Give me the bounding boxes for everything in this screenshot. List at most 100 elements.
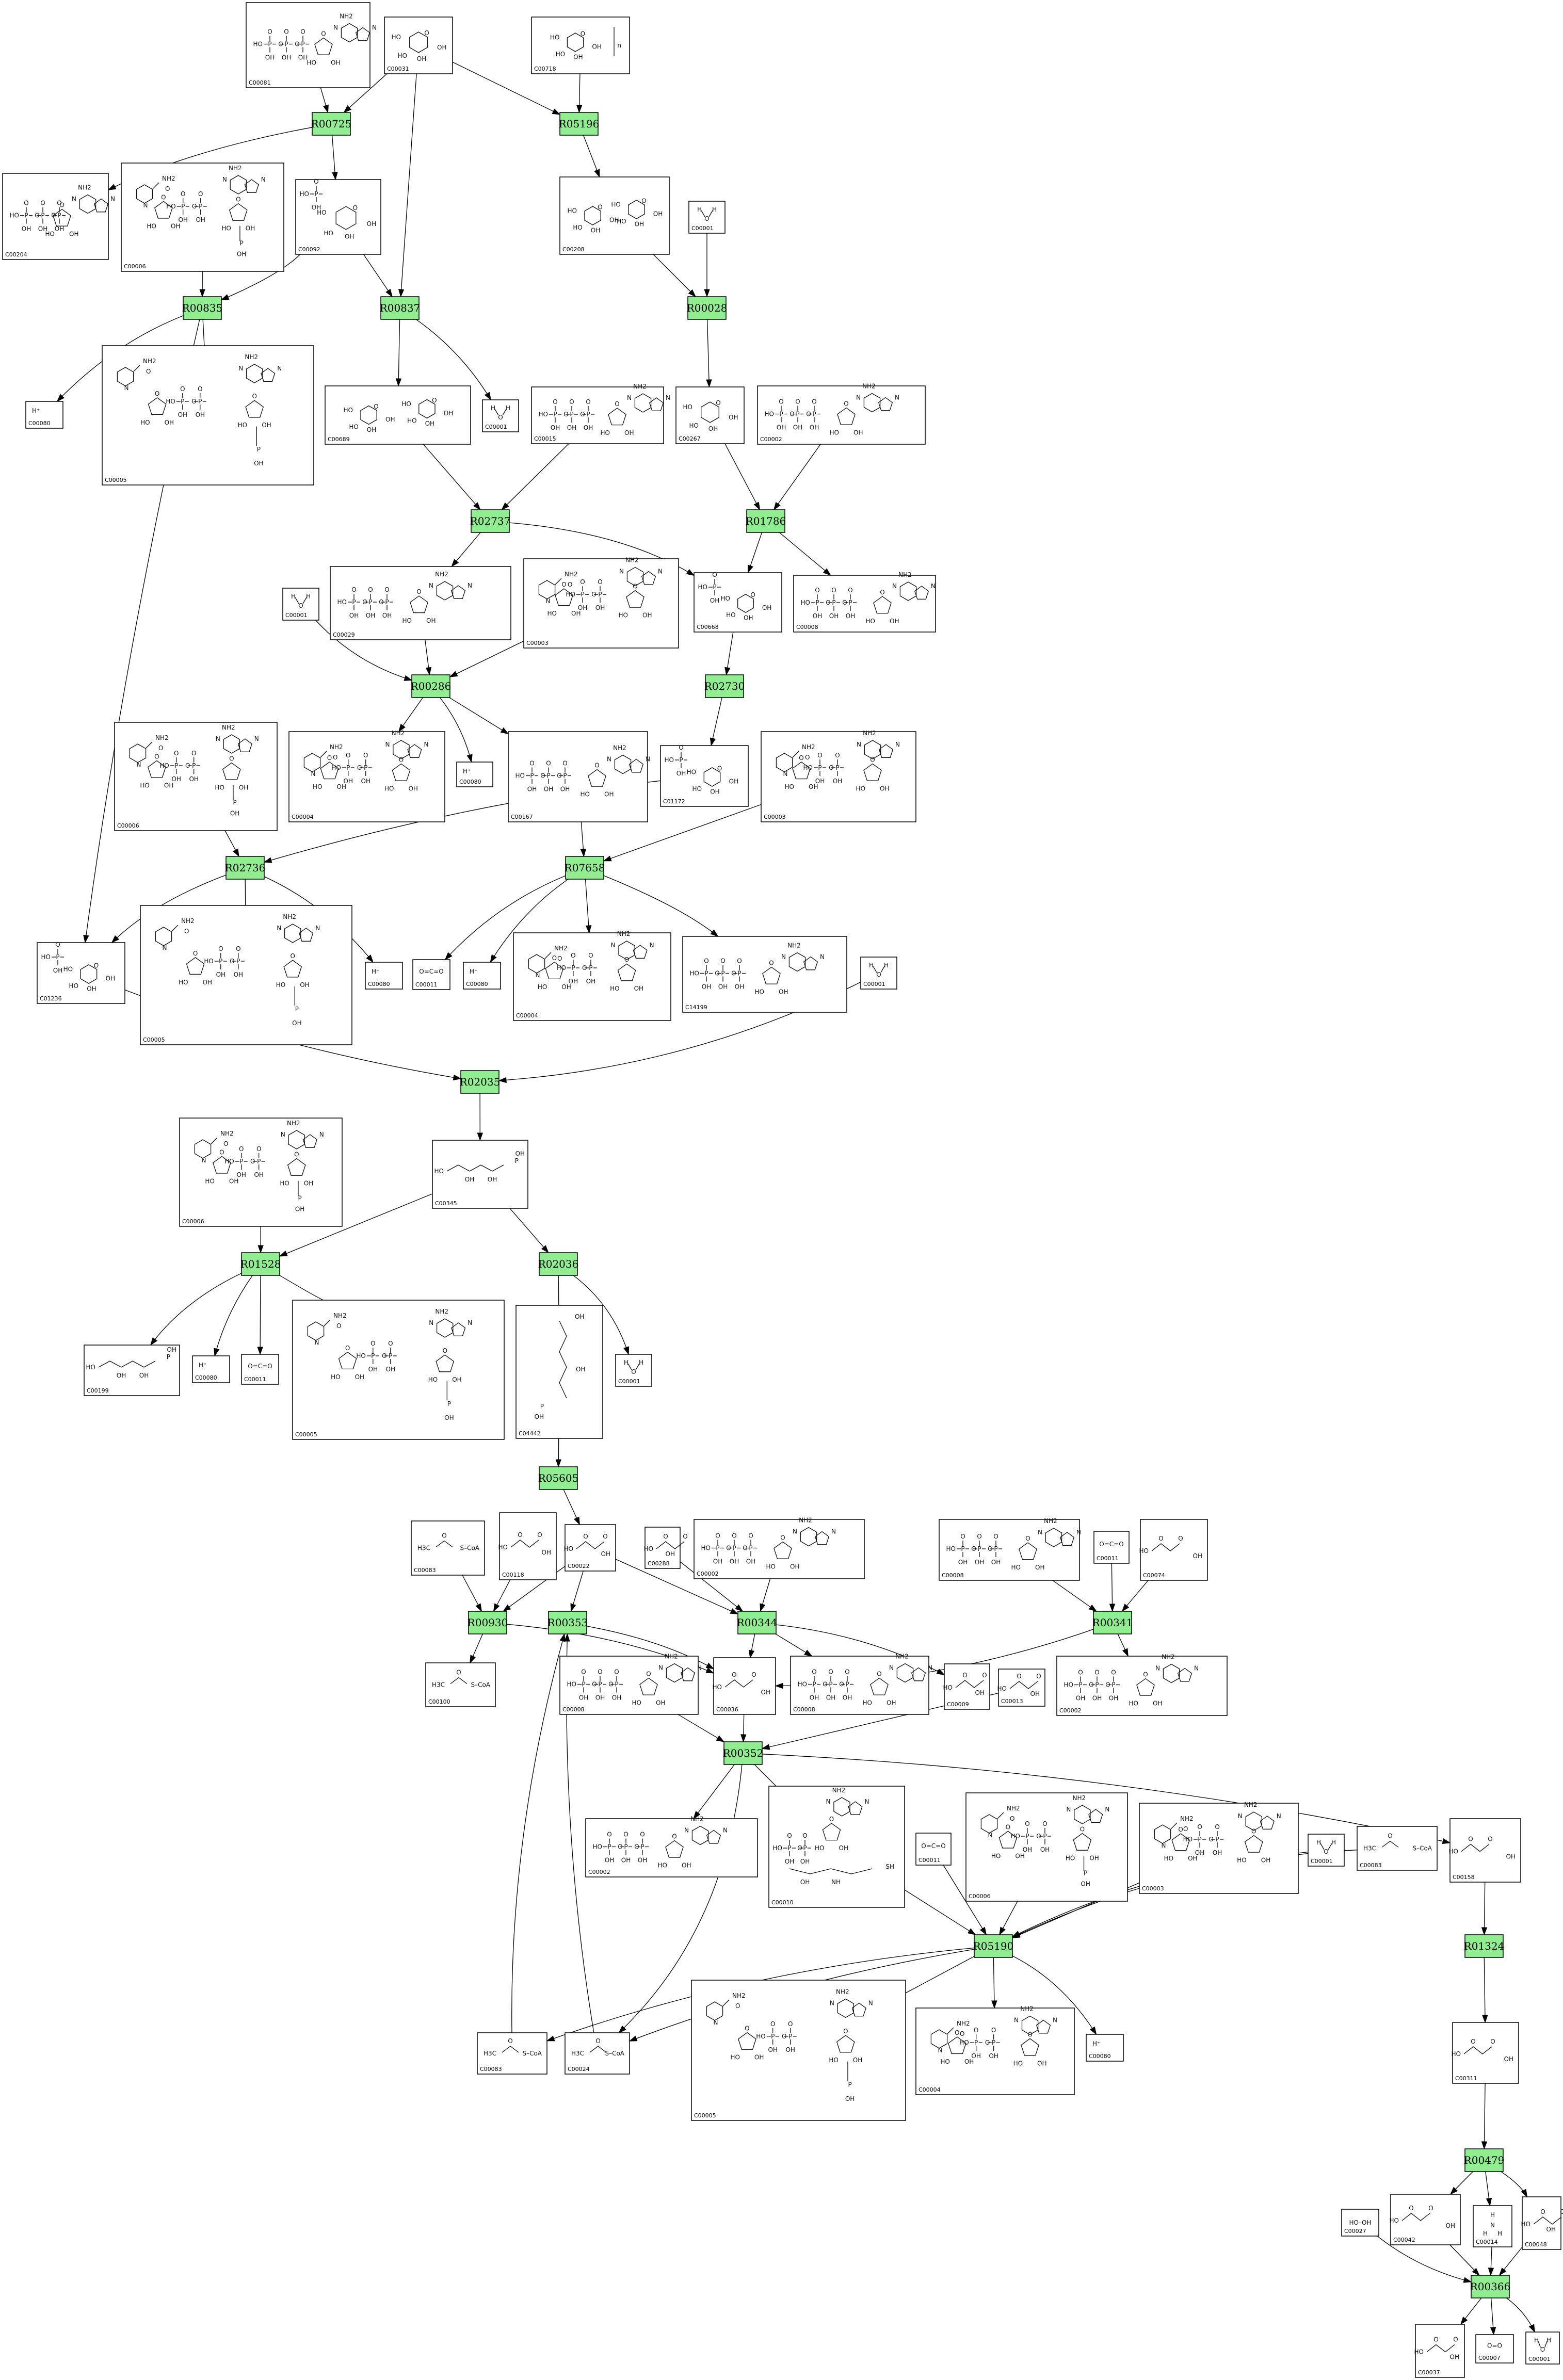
reaction-node[interactable]: R00028	[687, 296, 728, 320]
reaction-node[interactable]: R00352	[723, 1741, 764, 1765]
reaction-node[interactable]: R00479	[1464, 2148, 1505, 2172]
reaction-node[interactable]: R01528	[240, 1252, 281, 1276]
reaction-node[interactable]: R02730	[704, 674, 745, 698]
compound-node[interactable]: H⁺C00080	[463, 962, 501, 990]
compound-node[interactable]: H⁺C00080	[1086, 2034, 1124, 2062]
reaction-node[interactable]: R00835	[182, 296, 223, 320]
compound-node[interactable]: H⁺C00080	[365, 962, 403, 990]
reaction-node[interactable]: R02036	[538, 1252, 579, 1276]
compound-node[interactable]: H⁺C00080	[25, 401, 63, 429]
reaction-node[interactable]: R02035	[460, 1070, 501, 1094]
reaction-node[interactable]: R00930	[468, 1611, 508, 1634]
reaction-node[interactable]: R02736	[225, 856, 266, 880]
reaction-node[interactable]: R00725	[311, 112, 352, 136]
reaction-node[interactable]: R01786	[746, 509, 786, 533]
reaction-node[interactable]: R00353	[547, 1611, 588, 1634]
reaction-node[interactable]: R07658	[565, 856, 605, 880]
reaction-node[interactable]: R00837	[380, 296, 421, 320]
reaction-node[interactable]: R05605	[538, 1466, 579, 1490]
compound-node[interactable]: H⁺C00080	[192, 1355, 230, 1383]
reaction-node[interactable]: R00344	[737, 1611, 778, 1634]
reaction-node[interactable]: R00366	[1470, 2275, 1511, 2298]
reaction-node[interactable]: R05196	[559, 112, 600, 136]
reaction-node[interactable]: R02737	[470, 509, 511, 533]
reaction-node[interactable]: R00341	[1092, 1611, 1133, 1634]
reaction-node[interactable]: R01324	[1464, 1934, 1505, 1958]
reaction-node[interactable]: R00286	[411, 674, 452, 698]
reaction-node[interactable]: R05190	[973, 1934, 1014, 1958]
compound-node[interactable]: H⁺C00080	[456, 762, 493, 787]
